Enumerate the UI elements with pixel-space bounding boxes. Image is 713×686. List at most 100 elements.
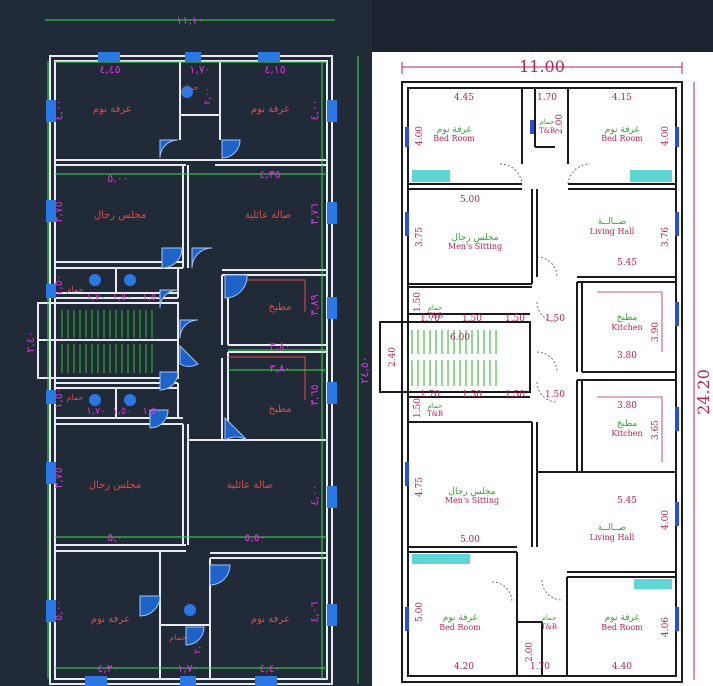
paper-dim-top-3: 4.15 (612, 93, 632, 103)
cad-room-kitchen-1: مطبخ (268, 302, 291, 313)
paper-bath-en-1: T&B (539, 127, 555, 135)
paper-bed-en-2: Bed Room (601, 134, 643, 143)
paper-stair-len: 6.00 (450, 333, 470, 343)
paper-lower-dim-2: 5.45 (617, 496, 637, 506)
paper-stair-dim-8: 1.50 (545, 390, 565, 400)
paper-kitchen-dim-2: 3.80 (617, 351, 637, 361)
cad-dim-bottom-2: ١,٧٠ (177, 662, 198, 675)
paper-dim-bottom-2: 1.70 (530, 662, 550, 672)
cad-small-dim-1: ٢,٠٠ (203, 87, 213, 104)
paper-dim-row2-1: 5.00 (460, 195, 480, 205)
paper-bed-en-3: Bed Room (439, 623, 481, 632)
cad-room-bed-4: غرفة نوم (251, 614, 289, 625)
cad-room-hall-2: صالة عائلية (227, 480, 274, 491)
paper-window-marks (405, 120, 679, 631)
cad-left-dim-2: ٣,٧٥ (52, 201, 65, 222)
cad-dim-bottom-1: ٤,٢٠ (97, 662, 118, 675)
paper-hall-en-2: Living Hall (590, 533, 635, 542)
paper-bottom-height-1: 5.00 (415, 602, 425, 622)
cad-floor-plan: ١١,١٠ ٤,٤٥ ١,٧٠ ٤,١٥ ٥,٠٠ ٤,٣٥ ٣,٨٠ ٣,٨٠… (24, 14, 371, 686)
paper-hall-ar-1: صــالــة (598, 217, 627, 227)
cad-stair-width: ٢,٤٠ (24, 331, 37, 352)
cad-doors (139, 139, 248, 646)
cad-right-dim-6: ٤,٠٦ (308, 601, 321, 622)
cad-room-bed-2: غرفة نوم (251, 104, 289, 115)
cad-fixtures (89, 86, 196, 616)
cad-dim-top-1: ٤,٤٥ (99, 63, 120, 76)
cad-windows (46, 52, 337, 686)
paper-lower-dim-1: 4.75 (415, 477, 425, 497)
cad-dim-top-2: ١,٧٠ (189, 63, 210, 76)
paper-dim-row2-2: 3.75 (415, 227, 425, 247)
cad-room-bath-top: حمام (182, 83, 199, 92)
paper-lower-dim-3: 4.00 (661, 510, 671, 530)
paper-bath-en-2: T&B (427, 312, 443, 320)
paper-bed-en-4: Bed Room (601, 623, 643, 632)
paper-kitchen-dim-1: 3.90 (651, 322, 661, 342)
paper-stair-dim-7: 1.50 (505, 390, 525, 400)
cad-left-dim-4: ١,٥٠ (52, 387, 65, 408)
paper-kitchen-dim-4: 3.65 (651, 420, 661, 440)
paper-height-top-3: 4.00 (661, 126, 671, 146)
cad-left-dim-6: ٥,٠٠ (52, 599, 65, 620)
cad-dim-top-3: ٤,١٥ (264, 63, 285, 76)
paper-mens-ar-2: مجلس رجال (448, 487, 495, 497)
cad-room-mens-1: مجلس رجال (94, 210, 146, 221)
cad-dim-mid-1: ٥,٠٠ (107, 172, 128, 185)
cad-bath-dim-5: ١,٥٠ (112, 406, 131, 417)
paper-total-width: 11.00 (519, 57, 565, 76)
paper-bed-ar-3: غرفة نوم (443, 613, 478, 623)
paper-bed-en-1: Bed Room (433, 134, 475, 143)
cad-room-kitchen-2: مطبخ (268, 404, 291, 415)
paper-hall-ar-2: صــالــة (598, 523, 627, 533)
cad-kitchen-counter (228, 279, 306, 400)
paper-kitchen-ar-2: مطبخ (617, 419, 638, 429)
paper-stair-dim-1: 1.70 (420, 314, 440, 324)
paper-dim-bottom-1: 4.20 (454, 662, 474, 672)
paper-bath-ar-1: حمام (540, 118, 555, 126)
paper-kitchen-dim-3: 3.80 (617, 401, 637, 411)
cad-room-bed-3: غرفة نوم (91, 614, 129, 625)
paper-kitchen-counter (597, 291, 663, 462)
paper-doors (491, 163, 591, 603)
paper-windows (412, 170, 672, 589)
paper-stairs (411, 330, 497, 386)
cad-right-dim-3: ٣,٨٩ (308, 294, 321, 315)
cad-dim-bottom-3: ٤,٤٠ (259, 662, 280, 675)
paper-stair-dim-2: 1.50 (462, 314, 482, 324)
cad-dim-mid-4: ٣,٨٠ (269, 362, 290, 375)
paper-total-height: 24.20 (694, 369, 713, 415)
cad-right-dim-4: ٣,٦٥ (308, 384, 321, 405)
paper-hall-en-1: Living Hall (590, 227, 635, 236)
cad-total-width: ١١,١٠ (176, 14, 203, 27)
paper-bed-ar-4: غرفة نوم (605, 613, 640, 623)
paper-mens-ar-1: مجلس رجال (451, 233, 498, 243)
paper-mens-en-2: Men's Sitting (445, 496, 499, 505)
cad-dim-lines (45, 19, 359, 684)
paper-bath-en-3: T&B (427, 410, 443, 418)
cad-bath-dim-4: ١,٧٠ (86, 406, 105, 417)
cad-left-dim-5: ٣,٧٥ (52, 467, 65, 488)
paper-kitchen-en-2: Kitchen (611, 429, 642, 438)
paper-bottom-height-3: 4.06 (661, 617, 671, 637)
cad-drawing: ١١,١٠ ٤,٤٥ ١,٧٠ ٤,١٥ ٥,٠٠ ٤,٣٥ ٣,٨٠ ٣,٨٠… (24, 14, 371, 686)
paper-stair-dim-4: 1.50 (545, 314, 565, 324)
paper-dim-row2-3: 3.76 (661, 227, 671, 247)
cad-room-bed-1: غرفة نوم (93, 104, 131, 115)
paper-bed-ar-1: غرفة نوم (437, 125, 472, 135)
cad-room-hall-1: صالة عائلية (245, 210, 292, 221)
cad-dim-lower-1: ٥,٠٠ (107, 531, 128, 544)
cad-total-height: ٢٤,٥٠ (358, 356, 371, 383)
paper-dim-top-1: 4.45 (454, 93, 474, 103)
paper-stair-dim-5: 1.70 (420, 390, 440, 400)
paper-dim-bottom-3: 4.40 (612, 662, 632, 672)
paper-stair-dim-3: 1.50 (505, 314, 525, 324)
paper-bath-en-4: T&B (541, 623, 557, 631)
paper-bed-ar-2: غرفة نوم (605, 125, 640, 135)
paper-floor-plan: 11.00 24.20 (372, 52, 713, 686)
paper-kitchen-en-1: Kitchen (611, 323, 642, 332)
paper-bath-ar-4: حمام (542, 614, 557, 622)
cad-left-dim-1: ٤,٠٠ (52, 99, 65, 120)
paper-drawing: 11.00 24.20 (379, 57, 713, 683)
paper-dim-top-2: 1.70 (537, 93, 557, 103)
